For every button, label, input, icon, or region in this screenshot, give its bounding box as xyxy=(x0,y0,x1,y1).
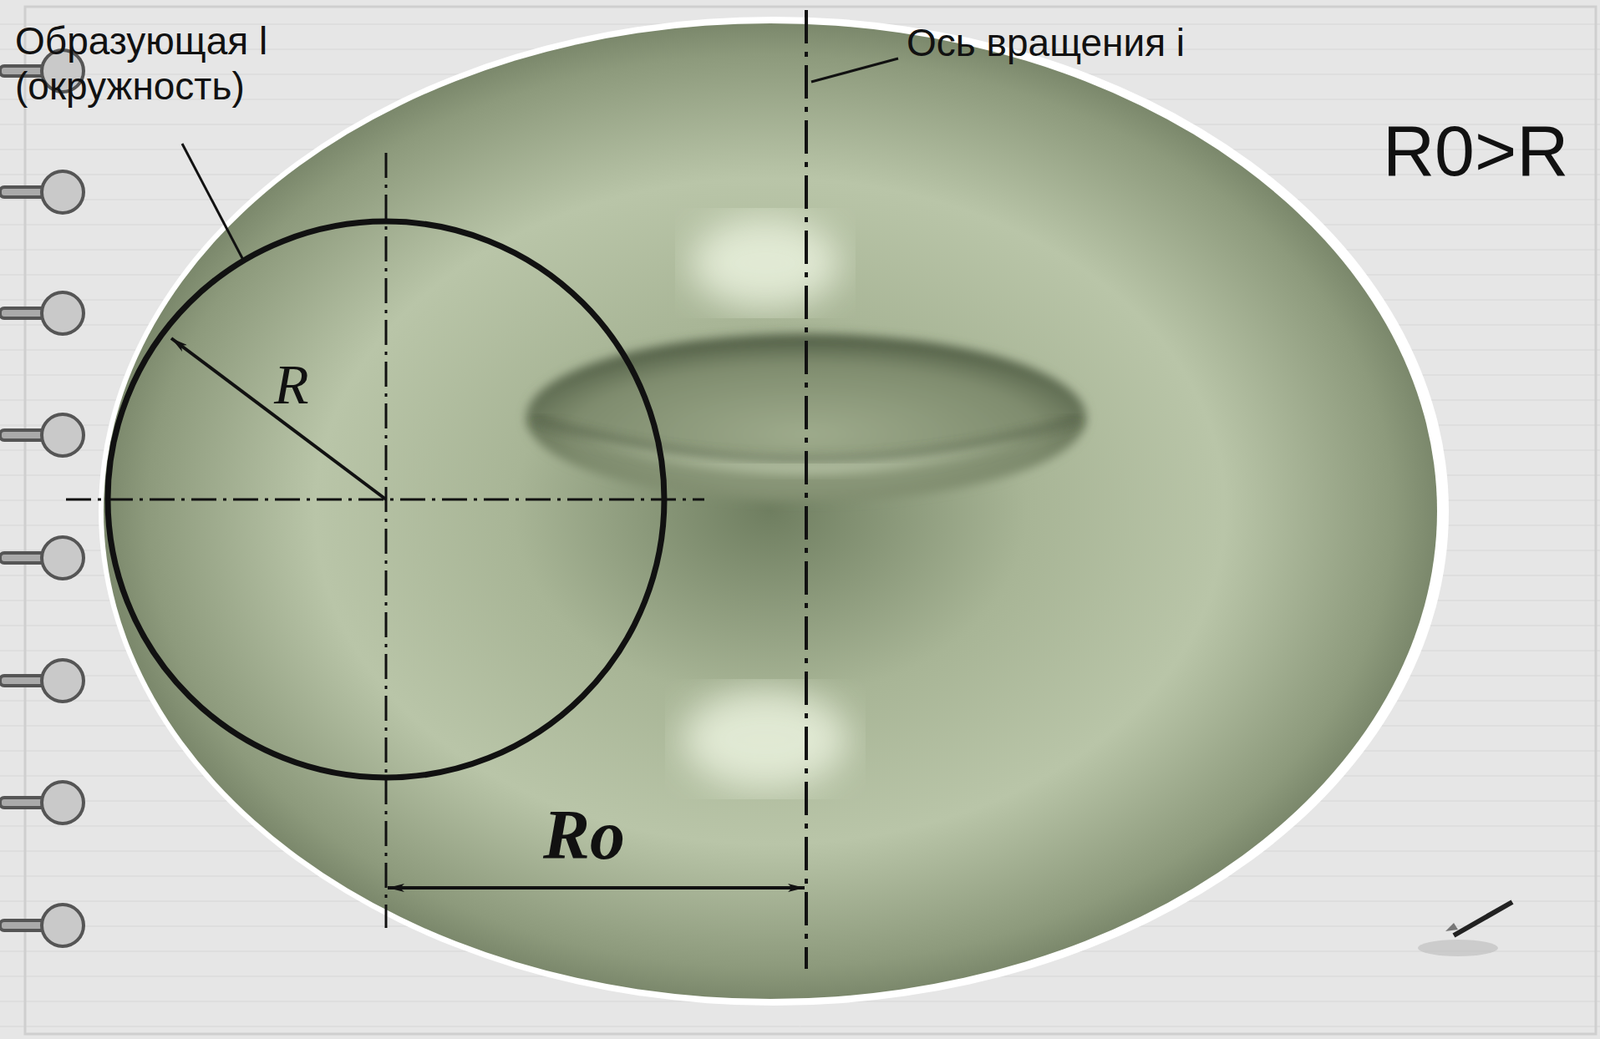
rotation-axis xyxy=(804,10,808,970)
dimension-line xyxy=(387,886,805,890)
page-border xyxy=(25,6,1596,1035)
torus-rim xyxy=(98,16,1449,1006)
radius-line xyxy=(171,338,387,500)
torus-body xyxy=(103,23,1438,1000)
highlight xyxy=(690,217,841,310)
highlight xyxy=(681,689,849,790)
dimension-label: Ro xyxy=(543,793,625,877)
condition-note: R0>R xyxy=(1382,108,1569,194)
leader-line xyxy=(182,143,244,260)
leader-line xyxy=(811,58,899,82)
center-line xyxy=(385,152,388,929)
generatrix-label: Образующая l (окружность) xyxy=(15,18,350,110)
pencil-icon xyxy=(1417,902,1513,957)
axis-label: Ось вращения i xyxy=(906,20,1185,66)
radius-label: R xyxy=(274,350,310,418)
